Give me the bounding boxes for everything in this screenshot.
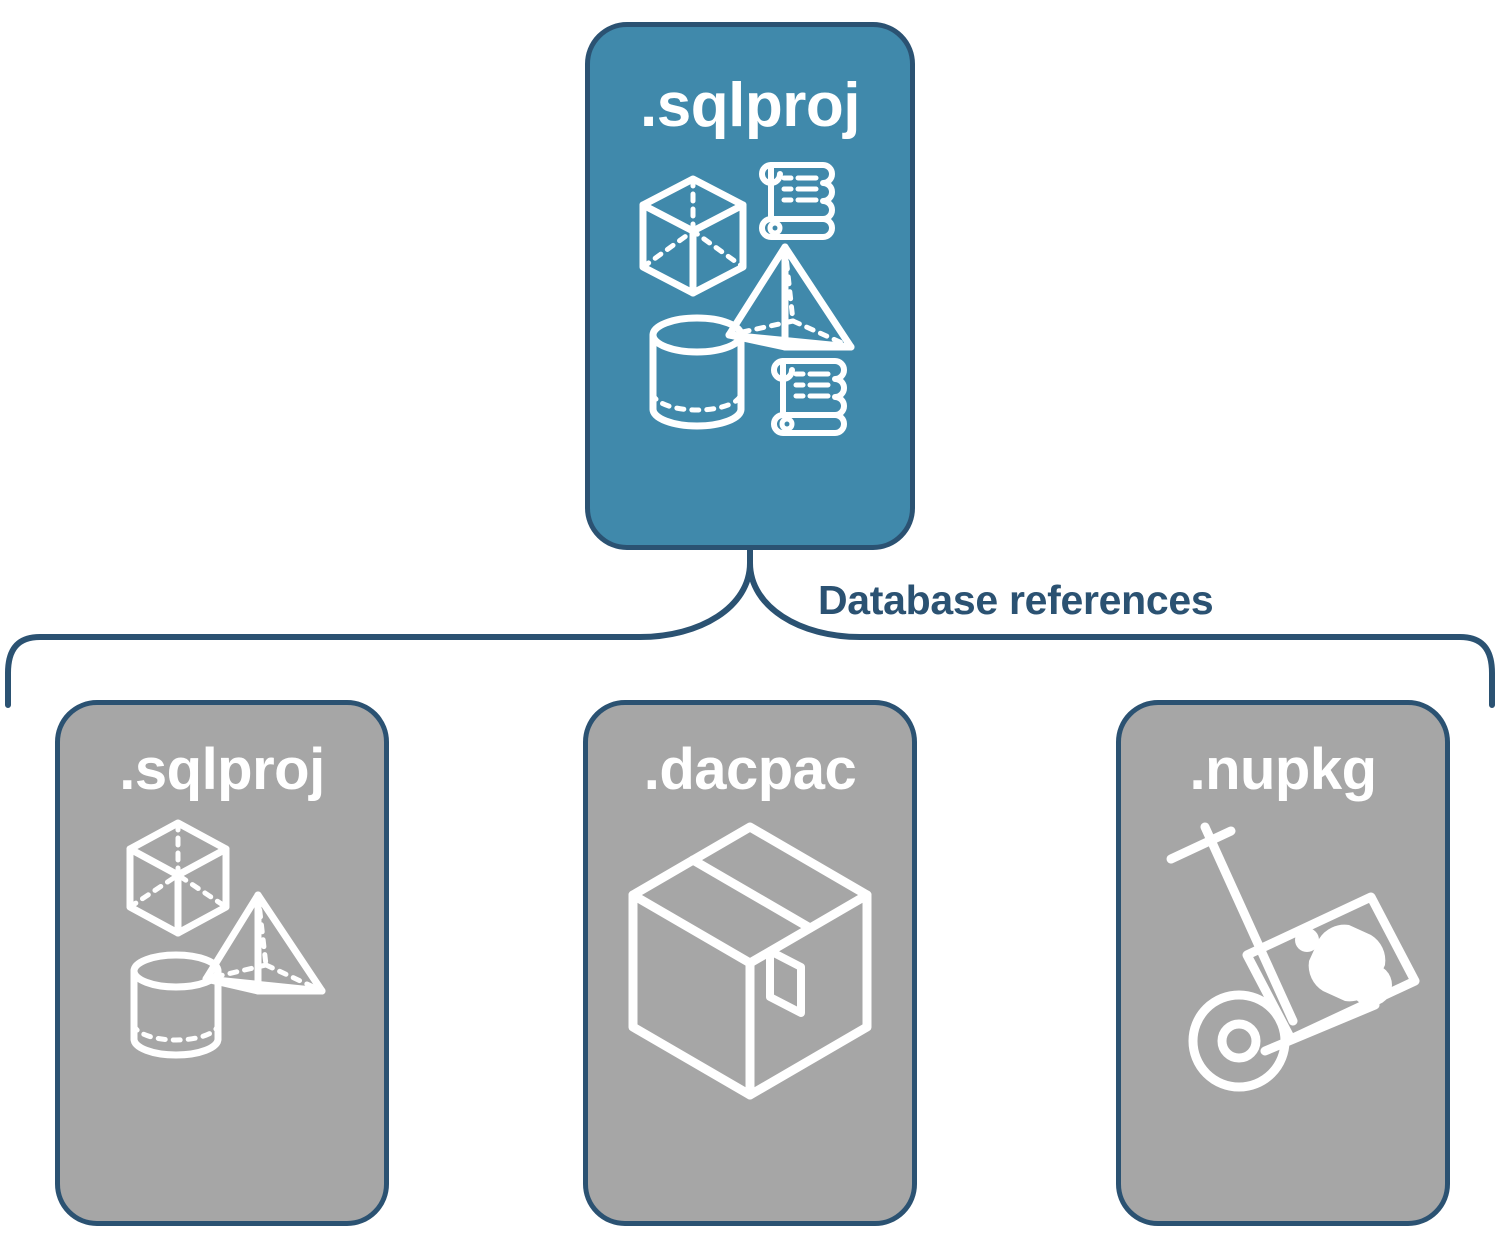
cylinder-icon (130, 951, 222, 1059)
cube-icon (126, 819, 230, 937)
sqlproj-icon-cluster (112, 815, 332, 1065)
pyramid-icon (725, 243, 855, 351)
cylinder-icon (649, 314, 745, 430)
root-project-card[interactable]: .sqlproj (585, 22, 915, 550)
root-project-label: .sqlproj (640, 71, 860, 140)
reference-card-sqlproj[interactable]: .sqlproj (55, 700, 389, 1226)
shipping-box-icon (628, 822, 872, 1100)
database-references-label: Database references (818, 577, 1214, 623)
pyramid-icon (202, 891, 326, 995)
database-references-bracket (5, 545, 1495, 708)
reference-label-dacpac: .dacpac (643, 737, 857, 802)
reference-label-nupkg: .nupkg (1189, 737, 1377, 802)
cube-icon (639, 175, 747, 297)
reference-card-nupkg[interactable]: .nupkg (1116, 700, 1450, 1226)
reference-card-dacpac[interactable]: .dacpac (583, 700, 917, 1226)
hand-truck-icon (1166, 822, 1420, 1092)
nupkg-icon-cluster (1143, 815, 1423, 1095)
scroll-icon (771, 358, 847, 436)
dacpac-icon-cluster (605, 815, 895, 1105)
root-project-icon-cluster (625, 155, 875, 445)
scroll-icon (759, 162, 835, 240)
reference-label-sqlproj: .sqlproj (119, 737, 325, 802)
